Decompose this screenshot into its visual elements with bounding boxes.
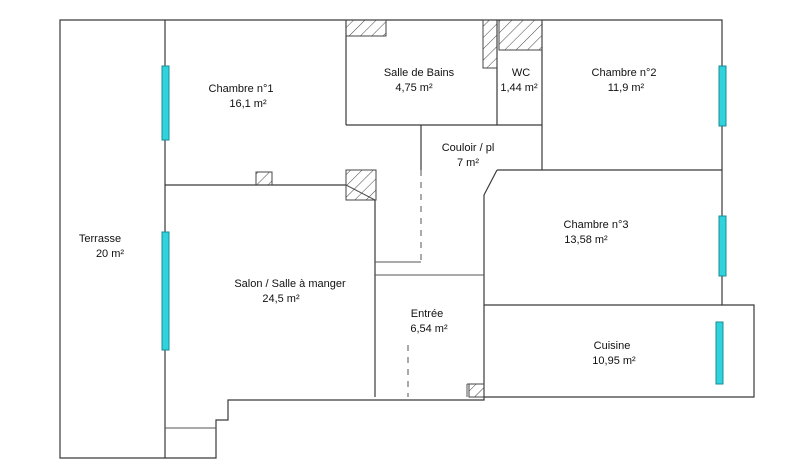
room-area: 20 m² (96, 248, 124, 260)
room-name: Chambre n°3 (564, 219, 629, 231)
room-area: 1,44 m² (500, 82, 538, 94)
room-area: 6,54 m² (410, 323, 448, 335)
room-labels: Terrasse 20 m² Chambre n°1 16,1 m² Salle… (79, 67, 657, 367)
room-area: 4,75 m² (395, 82, 433, 94)
room-name: Couloir / pl (442, 142, 495, 154)
room-salle-de-bains: Salle de Bains 4,75 m² (384, 67, 455, 94)
room-name: Chambre n°2 (592, 67, 657, 79)
room-area: 24,5 m² (262, 293, 300, 305)
room-name: Cuisine (594, 340, 631, 352)
room-entree: Entrée 6,54 m² (410, 308, 448, 335)
room-name: Chambre n°1 (209, 83, 274, 95)
room-area: 7 m² (457, 157, 479, 169)
windows (161, 65, 727, 385)
room-terrasse: Terrasse 20 m² (79, 233, 124, 260)
room-chambre3: Chambre n°3 13,58 m² (564, 219, 629, 246)
room-area: 13,58 m² (564, 234, 608, 246)
room-couloir: Couloir / pl 7 m² (442, 142, 495, 169)
window-chambre3 (718, 215, 727, 277)
room-salon: Salon / Salle à manger 24,5 m² (234, 278, 346, 305)
room-name: Entrée (411, 308, 443, 320)
window-chambre1 (161, 65, 170, 141)
room-cuisine: Cuisine 10,95 m² (592, 340, 636, 367)
room-area: 16,1 m² (229, 98, 267, 110)
hatched-ducts (255, 19, 543, 398)
room-wc: WC 1,44 m² (500, 67, 538, 94)
room-area: 10,95 m² (592, 355, 636, 367)
room-name: Salon / Salle à manger (234, 278, 346, 290)
room-area: 11,9 m² (608, 82, 645, 94)
room-chambre1: Chambre n°1 16,1 m² (209, 83, 274, 110)
room-name: Terrasse (79, 233, 121, 245)
window-salon (161, 231, 170, 351)
room-chambre2: Chambre n°2 11,9 m² (592, 67, 657, 94)
room-name: Salle de Bains (384, 67, 455, 79)
room-name: WC (512, 67, 530, 79)
window-chambre2 (718, 65, 727, 127)
window-cuisine (715, 321, 724, 385)
